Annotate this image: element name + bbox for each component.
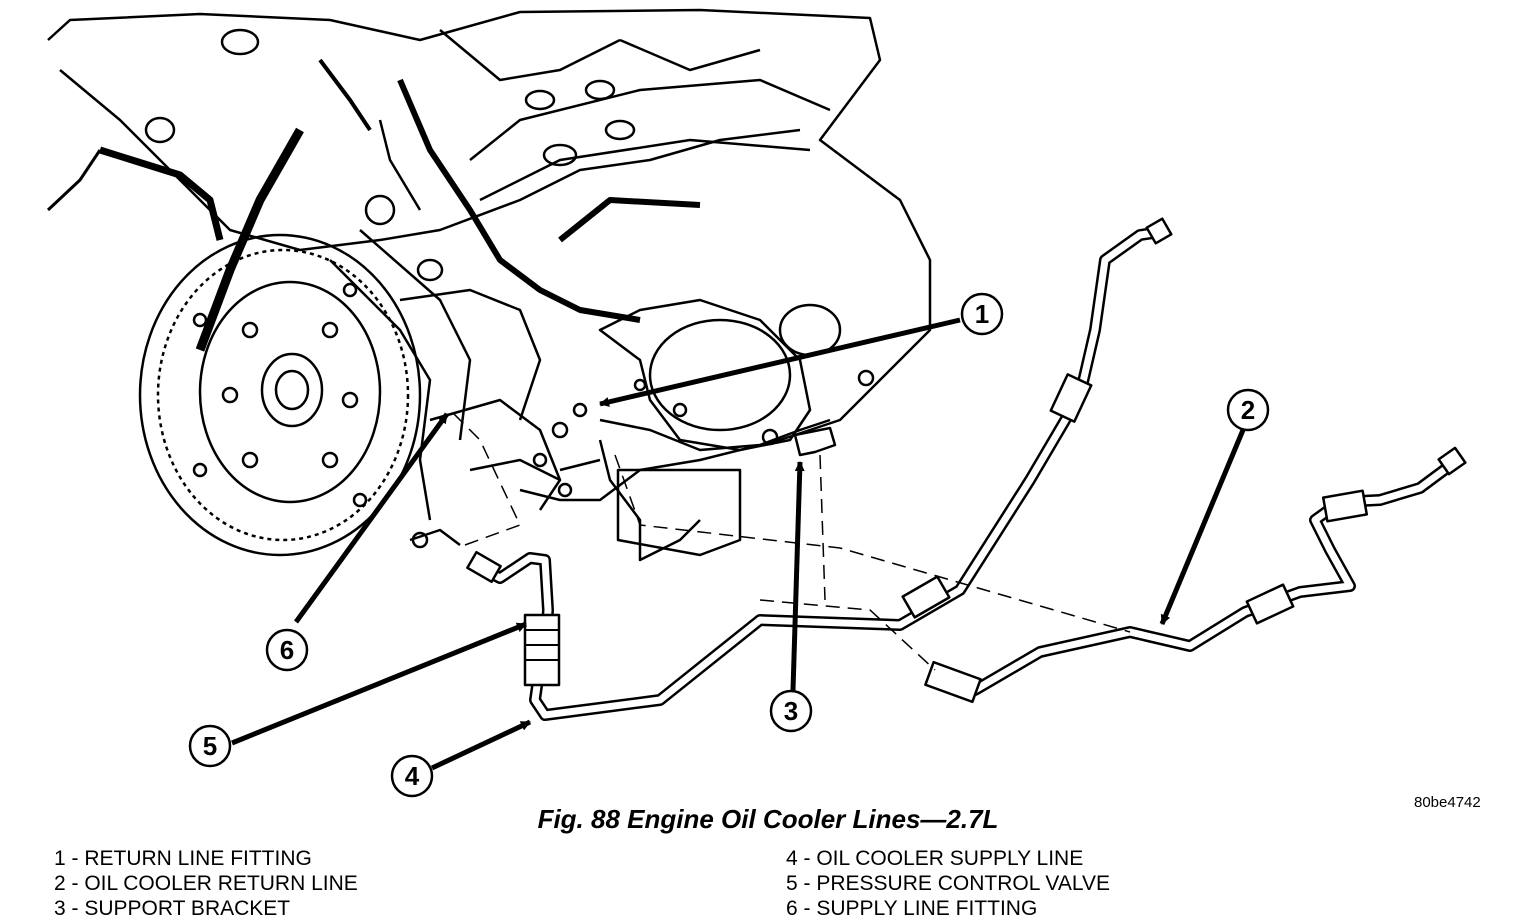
leader-6 [293,412,450,624]
legend-item: 2 - OIL COOLER RETURN LINE [54,872,358,895]
callout-number: 5 [203,731,217,761]
callout-number: 2 [1241,395,1255,425]
legend-left: 1 - RETURN LINE FITTING 2 - OIL COOLER R… [54,846,358,921]
leader-1 [599,317,961,407]
callout-1: 1 [960,292,1004,336]
callout-3: 3 [769,689,813,733]
engine-block [46,8,932,562]
oil-cooler-lines [466,217,1467,721]
leader-5 [231,621,527,746]
callout-4: 4 [390,754,434,798]
leader-3 [790,461,805,691]
callout-number: 4 [405,761,420,791]
callout-number: 1 [975,299,989,329]
callout-5: 5 [188,724,232,768]
callout-2: 2 [1226,388,1270,432]
legend-item: 3 - SUPPORT BRACKET [54,897,291,920]
leader-lines [231,317,1246,771]
leader-2 [1159,429,1246,625]
figure-caption: Fig. 88 Engine Oil Cooler Lines—2.7L [537,804,999,834]
callout-6: 6 [265,628,309,672]
routing-guides [449,409,1131,671]
legend-item: 1 - RETURN LINE FITTING [54,847,312,870]
legend-right: 4 - OIL COOLER SUPPLY LINE 5 - PRESSURE … [786,846,1110,921]
legend-item: 6 - SUPPLY LINE FITTING [786,897,1038,920]
callout-number: 3 [784,696,798,726]
flywheel [138,233,422,557]
legend-item: 4 - OIL COOLER SUPPLY LINE [786,847,1084,870]
callout-number: 6 [280,635,294,665]
legend-item: 5 - PRESSURE CONTROL VALVE [786,872,1111,895]
drawing-id: 80be4742 [1414,794,1481,811]
leader-4 [430,719,532,771]
